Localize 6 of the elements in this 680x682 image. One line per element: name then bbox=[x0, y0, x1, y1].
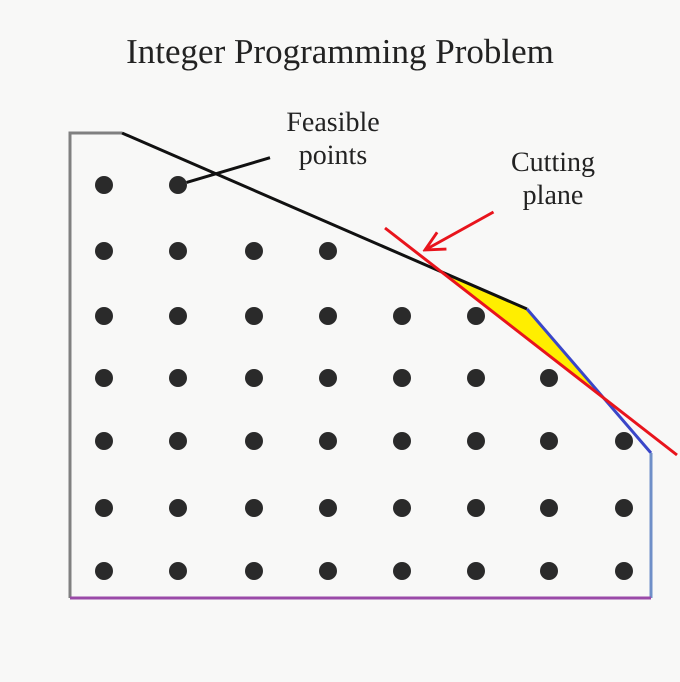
callout-label: Cutting plane bbox=[486, 146, 620, 212]
feasible-point bbox=[169, 176, 187, 194]
leader-line bbox=[186, 156, 270, 184]
diagram-title: Integer Programming Problem bbox=[125, 32, 555, 72]
callout-label: Feasible points bbox=[270, 106, 396, 172]
arrow bbox=[424, 210, 494, 252]
